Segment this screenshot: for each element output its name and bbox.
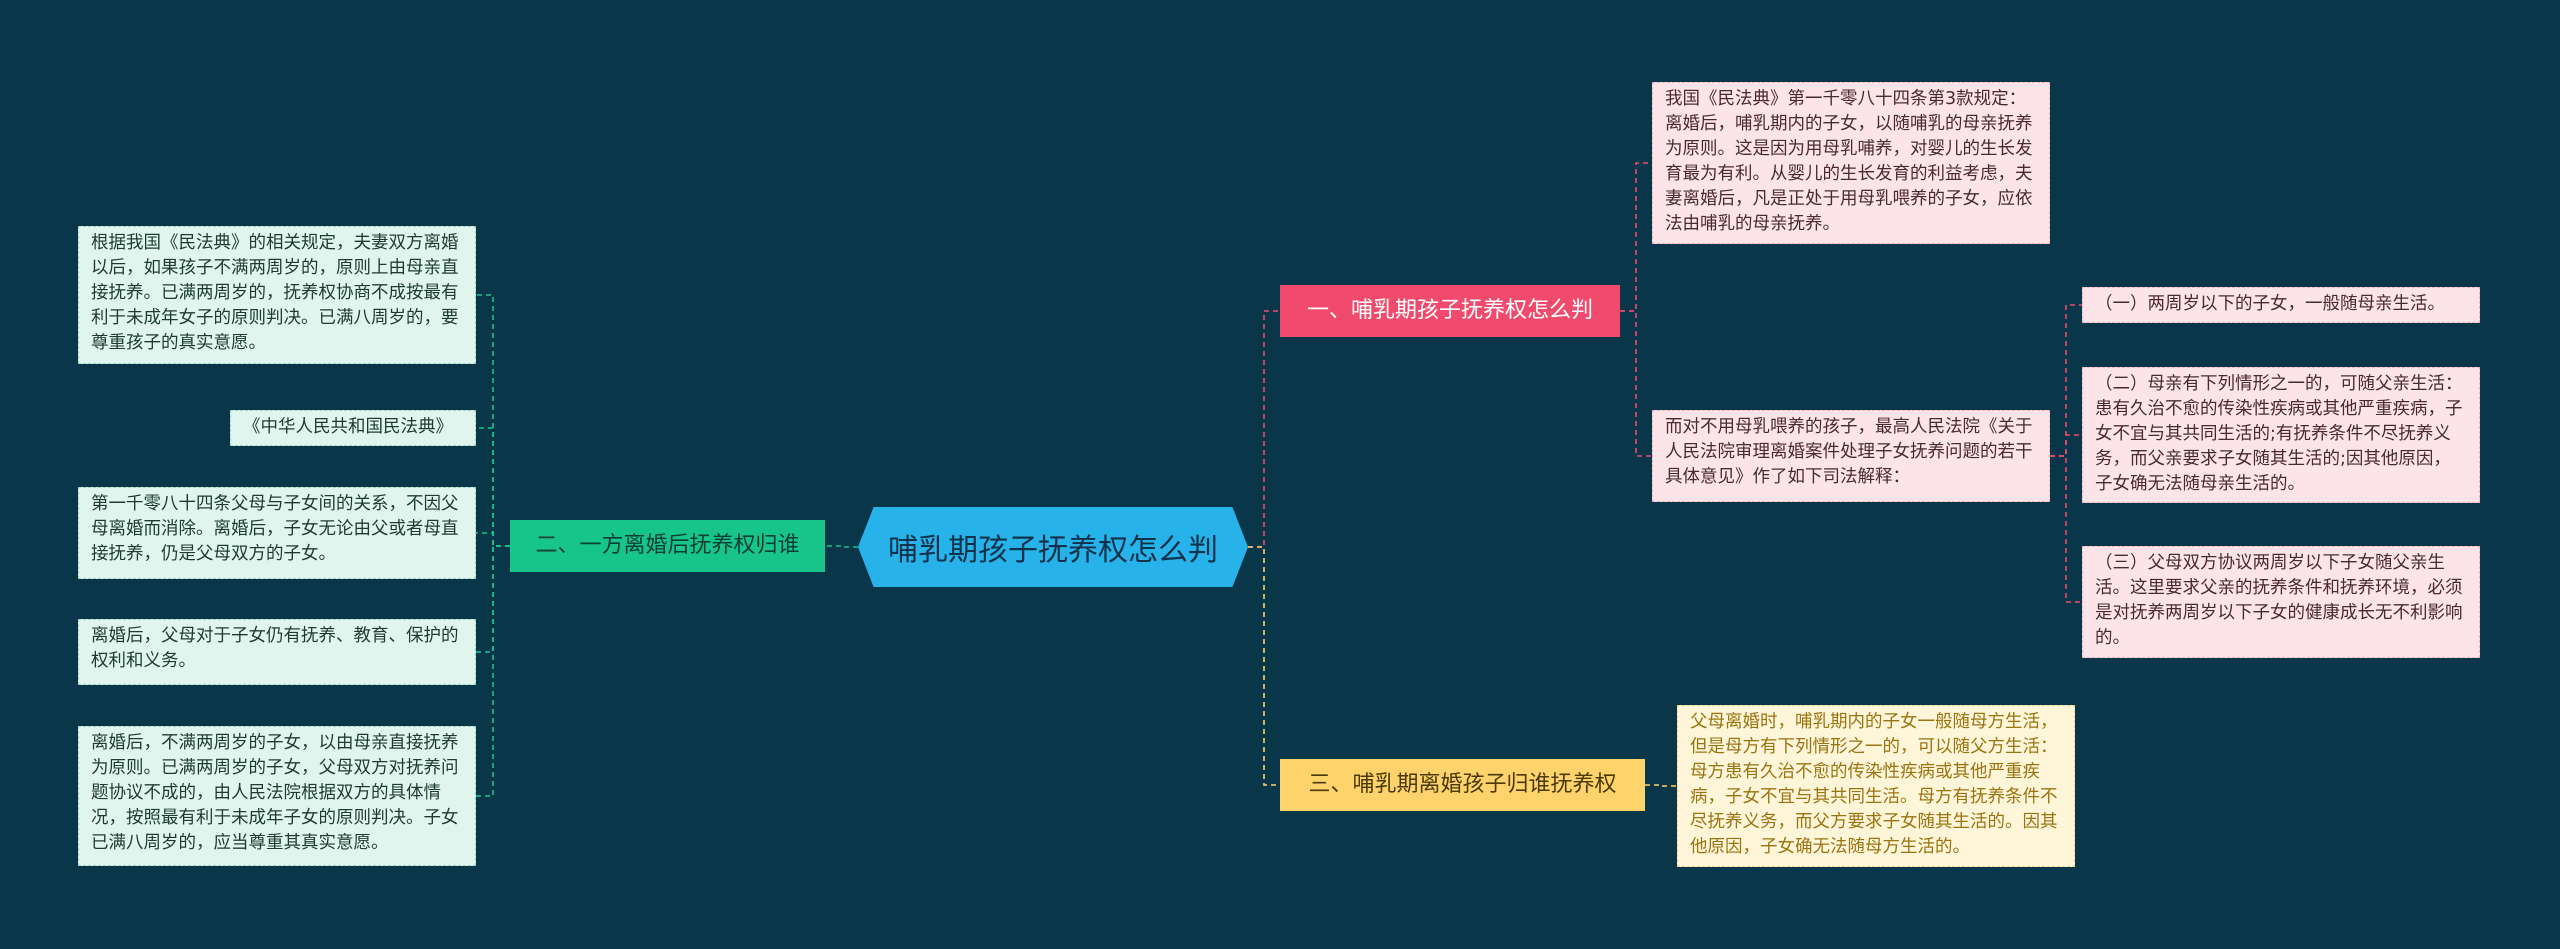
root-topic[interactable]: 哺乳期孩子抚养权怎么判 bbox=[858, 507, 1248, 587]
edge-b2-n-b2-3 bbox=[476, 532, 510, 547]
branch-1-topic[interactable]: 一、哺乳期孩子抚养权怎么判 bbox=[1280, 285, 1620, 337]
edge-b2-n-b2-2 bbox=[476, 427, 510, 547]
leaf-b1-rule-2[interactable]: （二）母亲有下列情形之一的，可随父亲生活：患有久治不愈的传染性疾病或其他严重疾病… bbox=[2082, 367, 2480, 503]
leaf-b3-lactation-custody[interactable]: 父母离婚时，哺乳期内的子女一般随母方生活，但是母方有下列情形之一的，可以随父方生… bbox=[1677, 705, 2075, 867]
leaf-b1-rule-3[interactable]: （三）父母双方协议两周岁以下子女随父亲生活。这里要求父亲的抚养条件和抚养环境，必… bbox=[2082, 546, 2480, 658]
edge-b12-n-b1-2-1 bbox=[2050, 304, 2082, 457]
edge-b2-n-b2-5 bbox=[476, 545, 510, 797]
edge-root-b2 bbox=[825, 545, 858, 548]
edge-b1-n-b1-2 bbox=[1620, 310, 1652, 457]
edge-b3-leaf bbox=[1645, 784, 1677, 787]
branch-2-label: 二、一方离婚后抚养权归谁 bbox=[535, 533, 800, 558]
branch-3-label: 三、哺乳期离婚孩子归谁抚养权 bbox=[1308, 772, 1617, 797]
edge-b2-n-b2-4 bbox=[476, 545, 510, 653]
edge-b12-n-b1-2-3 bbox=[2050, 455, 2082, 603]
leaf-b1-rule-1[interactable]: （一）两周岁以下的子女，一般随母亲生活。 bbox=[2082, 287, 2480, 323]
leaf-b1-court-opinion[interactable]: 而对不用母乳喂养的孩子，最高人民法院《关于人民法院审理离婚案件处理子女抚养问题的… bbox=[1652, 410, 2050, 502]
leaf-b2-civil-code-rule[interactable]: 根据我国《民法典》的相关规定，夫妻双方离婚以后，如果孩子不满两周岁的，原则上由母… bbox=[78, 226, 476, 364]
leaf-b2-rights-duties[interactable]: 离婚后，父母对于子女仍有抚养、教育、保护的权利和义务。 bbox=[78, 619, 476, 685]
branch-2-topic[interactable]: 二、一方离婚后抚养权归谁 bbox=[510, 520, 825, 572]
edge-root-b1 bbox=[1248, 310, 1280, 548]
edge-root-b3 bbox=[1248, 546, 1280, 786]
leaf-b2-law-title[interactable]: 《中华人民共和国民法典》 bbox=[230, 410, 476, 446]
root-topic-label: 哺乳期孩子抚养权怎么判 bbox=[888, 533, 1218, 568]
branch-3-topic[interactable]: 三、哺乳期离婚孩子归谁抚养权 bbox=[1280, 759, 1645, 811]
edge-b12-n-b1-2-2 bbox=[2050, 434, 2082, 457]
leaf-b2-article-1084[interactable]: 第一千零八十四条父母与子女间的关系，不因父母离婚而消除。离婚后，子女无论由父或者… bbox=[78, 487, 476, 579]
leaf-b2-custody-rule[interactable]: 离婚后，不满两周岁的子女，以由母亲直接抚养为原则。已满两周岁的子女，父母双方对抚… bbox=[78, 726, 476, 866]
branch-1-label: 一、哺乳期孩子抚养权怎么判 bbox=[1306, 298, 1593, 323]
leaf-b1-civil-code-note[interactable]: 我国《民法典》第一千零八十四条第3款规定：离婚后，哺乳期内的子女，以随哺乳的母亲… bbox=[1652, 82, 2050, 244]
edge-b1-n-b1-1 bbox=[1620, 162, 1652, 312]
